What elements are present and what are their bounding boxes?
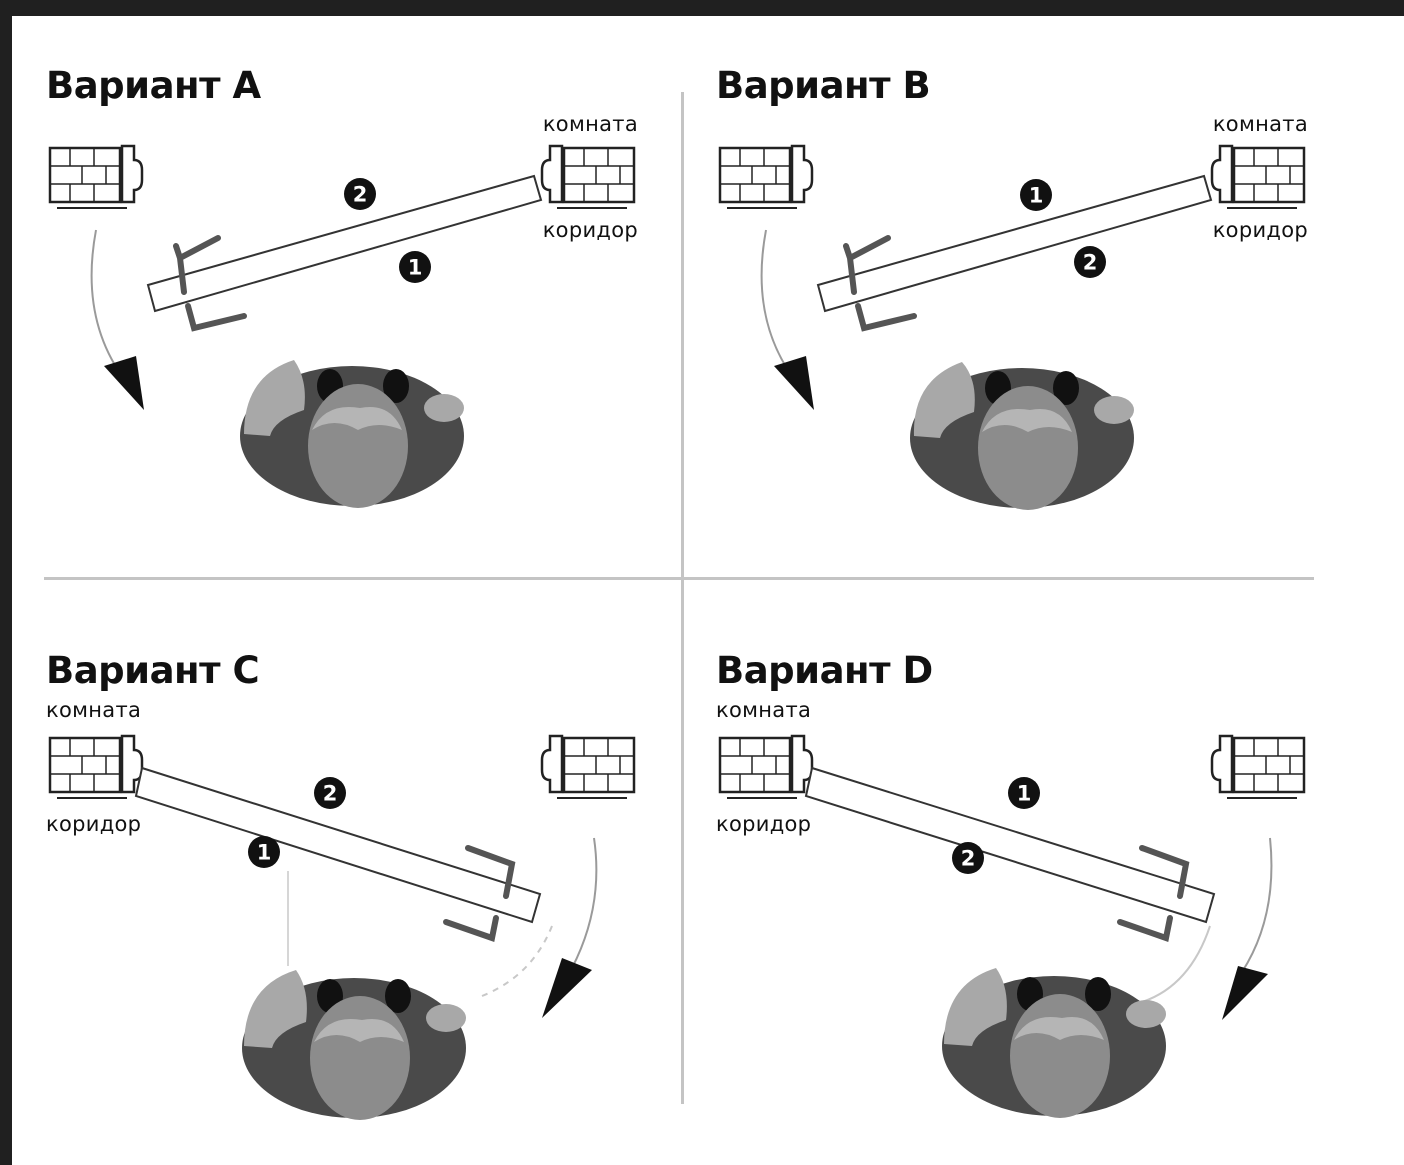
variant-b-panel: 1 2 Вариант B комната коридор (682, 16, 1372, 596)
door-frame-icon (540, 734, 564, 794)
side-badge: 2 (344, 178, 376, 210)
room-label: комната (46, 698, 142, 722)
wall-icon (48, 146, 127, 209)
side-badge: 2 (314, 777, 346, 809)
door-leaf (816, 174, 1213, 313)
diagram-canvas: 2 1 Вариант A комната коридор (12, 16, 1404, 1165)
side-badge: 2 (952, 842, 984, 874)
variant-c-drawing: 2 1 (48, 734, 636, 1120)
swing-arrow-head (1222, 966, 1268, 1020)
person-icon (242, 970, 466, 1120)
door-leaf (804, 766, 1216, 924)
svg-text:2: 2 (353, 183, 368, 207)
variant-a-drawing: 2 1 (48, 144, 636, 508)
variant-c-panel: 2 1 Вариант C комната коридор (12, 586, 702, 1165)
person-icon (240, 360, 464, 508)
door-leaf (134, 766, 542, 924)
svg-text:2: 2 (961, 847, 976, 871)
svg-text:2: 2 (323, 782, 338, 806)
door-handle-icon (443, 915, 499, 942)
door-frame-icon (1210, 734, 1234, 794)
swing-arc-icon (481, 925, 553, 997)
swing-arrow-head (774, 356, 814, 410)
side-badge: 1 (399, 251, 431, 283)
svg-text:1: 1 (408, 256, 423, 280)
swing-arrow-icon (1241, 837, 1273, 973)
swing-arc-icon (1141, 925, 1211, 1003)
variant-d-panel: 1 2 Вариант D комната коридор (682, 586, 1372, 1165)
variant-title: Вариант B (716, 64, 931, 107)
wall-icon (48, 736, 127, 799)
wall-icon (1227, 146, 1306, 209)
door-handle-icon (173, 235, 221, 295)
door-frame-icon (790, 144, 814, 204)
person-icon (942, 968, 1166, 1118)
variant-title: Вариант D (716, 649, 933, 692)
door-handle-icon (843, 235, 891, 295)
separator-vertical (681, 92, 684, 1104)
room-label: комната (1212, 112, 1308, 136)
door-handle-icon (855, 303, 917, 332)
svg-text:1: 1 (1017, 782, 1032, 806)
corridor-label: коридор (1212, 218, 1308, 242)
room-label: комната (716, 698, 812, 722)
svg-text:1: 1 (257, 841, 272, 865)
wall-icon (557, 146, 636, 209)
svg-text:1: 1 (1029, 184, 1044, 208)
side-badge: 1 (248, 836, 280, 868)
person-icon (910, 362, 1134, 510)
door-frame-icon (120, 144, 144, 204)
wall-icon (718, 736, 797, 799)
swing-arrow-icon (90, 229, 123, 377)
swing-arrow-icon (760, 229, 793, 377)
swing-arrow-head (104, 356, 144, 410)
door-handle-icon (1117, 915, 1173, 942)
side-badge: 1 (1008, 777, 1040, 809)
wall-icon (557, 736, 636, 799)
wall-icon (1227, 736, 1306, 799)
corridor-label: коридор (716, 812, 812, 836)
variant-a-panel: 2 1 Вариант A комната коридор (12, 16, 702, 596)
door-handle-icon (1139, 845, 1190, 899)
variant-title: Вариант A (46, 64, 261, 107)
variant-b-drawing: 1 2 (718, 144, 1306, 510)
variant-d-drawing: 1 2 (718, 734, 1306, 1118)
door-handle-icon (185, 303, 247, 332)
room-label: комната (542, 112, 638, 136)
variant-title: Вариант C (46, 649, 260, 692)
corridor-label: коридор (542, 218, 638, 242)
separator-horizontal (44, 577, 1314, 580)
swing-arrow-head (542, 958, 592, 1018)
svg-text:2: 2 (1083, 251, 1098, 275)
door-frame-icon (1210, 144, 1234, 204)
swing-arrow-icon (571, 837, 598, 969)
door-frame-icon (540, 144, 564, 204)
corridor-label: коридор (46, 812, 142, 836)
side-badge: 2 (1074, 246, 1106, 278)
wall-icon (718, 146, 797, 209)
side-badge: 1 (1020, 179, 1052, 211)
door-leaf (146, 174, 543, 313)
door-handle-icon (465, 845, 516, 899)
